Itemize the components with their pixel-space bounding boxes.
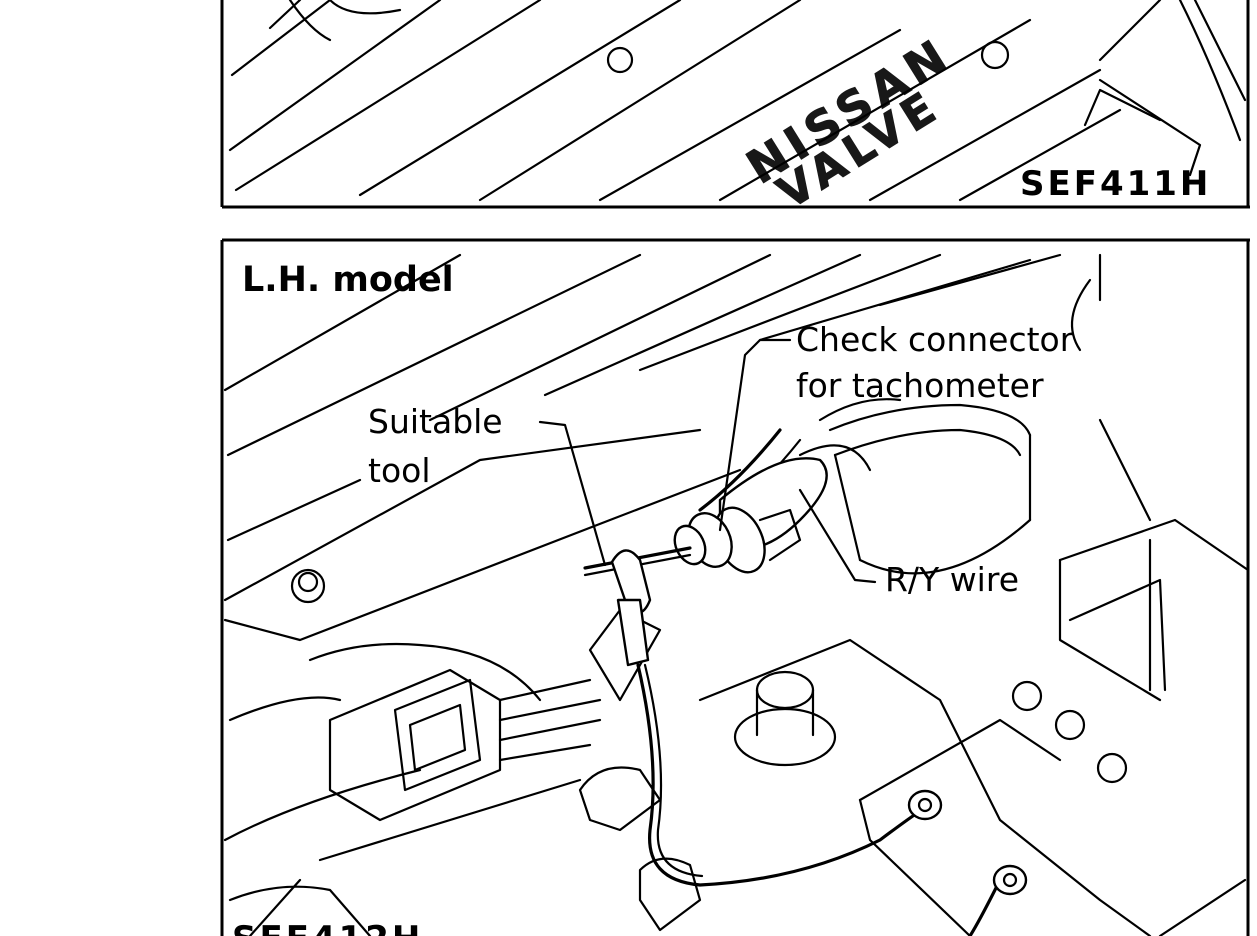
- callout-wire: R/Y wire: [885, 560, 1019, 599]
- leader-check-connector: [718, 338, 792, 532]
- rocker-cover-drawing: [228, 0, 1247, 202]
- test-lead-drawing: [610, 549, 1247, 936]
- leader-lines: [538, 338, 877, 584]
- callout-check-connector-line1: Check connector: [796, 320, 1074, 359]
- panel-title: L.H. model: [242, 260, 454, 300]
- engine-bay-drawing: [223, 253, 1250, 936]
- top-figure-code: SEF411H: [1020, 164, 1211, 204]
- callout-check-connector-line2: for tachometer: [796, 366, 1044, 405]
- check-connector-drawing: [583, 457, 828, 577]
- cover-embossed-lettering: NISSAN VALVE: [737, 26, 962, 220]
- bottom-figure-code-cropped: SEF412H: [232, 919, 423, 936]
- bottom-panel-frame: [220, 238, 1250, 936]
- leader-suitable-tool: [538, 420, 607, 567]
- top-panel: NISSAN VALVE SEF411H: [220, 0, 1250, 220]
- callout-suitable-tool-line2: tool: [368, 451, 431, 490]
- callout-suitable-tool-line1: Suitable: [368, 402, 503, 441]
- bottom-panel: L.H. model Check connector for tachomete…: [220, 238, 1250, 936]
- top-panel-frame: [220, 0, 1250, 209]
- leader-wire: [798, 488, 877, 584]
